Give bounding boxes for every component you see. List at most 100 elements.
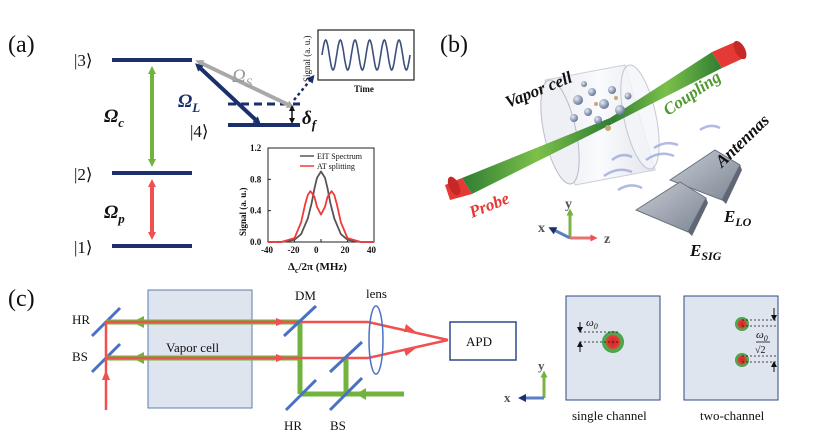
two-omega0-label: ω0: [756, 329, 768, 343]
atom-small: [614, 96, 618, 100]
wave-arc: [653, 141, 679, 150]
wave-arc: [603, 168, 633, 178]
wave-arc: [699, 124, 721, 132]
y-tick-label: 1.2: [250, 143, 262, 153]
axis-y-label-c: y: [538, 358, 545, 373]
wave-arc: [617, 184, 643, 192]
omega-l-label: ΩL: [178, 91, 200, 115]
x-tick-label: -20: [288, 245, 300, 255]
spectrum-xlabel: Δc/2π (MHz): [288, 261, 347, 275]
omega-p-label: Ωp: [104, 202, 125, 226]
atom: [584, 108, 592, 116]
level-4-label: |4⟩: [190, 122, 209, 141]
antenna-lo: [668, 149, 742, 204]
two-channel-spot-lower: [735, 353, 749, 367]
two-channel-box: [683, 295, 779, 401]
y-tick-label: 0.0: [250, 237, 262, 247]
field-waves: [603, 124, 721, 192]
axis-z-label: z: [604, 232, 610, 247]
level-3-label: |3⟩: [74, 51, 93, 70]
time-inset-ylabel: Signal (a. u.): [302, 36, 312, 83]
panel-c-label: (c): [8, 286, 35, 312]
time-inset-xlabel: Time: [354, 84, 374, 94]
antenna-lo-side: [722, 165, 742, 204]
vapor-cell-end-right: [620, 64, 660, 170]
apd-label: APD: [466, 334, 492, 349]
e-sig-label: ESIG: [689, 241, 722, 263]
wave-arc: [645, 152, 675, 162]
hr-bottom-label: HR: [284, 418, 302, 433]
atom: [594, 116, 602, 124]
e-lo-label: ELO: [723, 207, 752, 229]
bs-bottom-label: BS: [330, 418, 346, 433]
x-tick-label: 0: [314, 245, 319, 255]
probe-arrowhead-lower: [276, 354, 286, 362]
legend-label-at: AT splitting: [317, 162, 355, 171]
y-tick-label: 0.8: [250, 174, 262, 184]
hr-mirror-bottom: [284, 378, 318, 412]
atom: [615, 105, 625, 115]
probe-focus-arrowhead-upper: [404, 324, 416, 332]
atom-small: [594, 102, 598, 106]
single-channel-label: single channel: [572, 408, 647, 423]
x-tick-label: 40: [367, 245, 377, 255]
axis-x-label-c: x: [504, 390, 511, 405]
spectrum-frame: [267, 147, 375, 243]
probe-arrowhead-upper: [276, 318, 286, 326]
lens-element: [368, 305, 384, 375]
probe-beam-cone: [462, 118, 612, 194]
inset-pointer-arrow: [293, 74, 315, 101]
apd-detector: [449, 321, 517, 361]
sqrt2-label: √2: [755, 345, 766, 356]
spectrum-chart: -40 -20 0 20 40 0.0 0.4 0.8 1.2 EIT Spectrum AT …: [238, 143, 377, 275]
axis-x-label: x: [538, 221, 545, 236]
atom: [581, 81, 587, 87]
x-tick-label: -40: [261, 245, 273, 255]
vapor-cell-end-left: [540, 79, 580, 185]
series-line-at: [268, 190, 374, 243]
coupling-beam-end: [733, 40, 747, 60]
antenna-sig-side: [688, 198, 708, 236]
dm-label: DM: [295, 288, 316, 303]
atom: [573, 95, 583, 105]
panel-b-label: (b): [440, 32, 468, 58]
vapor-cell-box: [147, 289, 253, 409]
omega-c-label: Ωc: [104, 106, 124, 130]
hr-left-label: HR: [72, 312, 90, 327]
lens-label: lens: [366, 286, 387, 301]
delta-f-label: δf: [302, 108, 318, 132]
two-channel-spot-upper: [735, 317, 749, 331]
level-1-label: |1⟩: [74, 238, 93, 257]
series-line-eit: [268, 170, 374, 243]
x-tick-label: 20: [341, 245, 351, 255]
spectrum-ylabel: Signal (a. u.): [238, 187, 248, 236]
legend-label-eit: EIT Spectrum: [317, 152, 363, 161]
vapor-cell-box-label: Vapor cell: [166, 340, 219, 355]
atom: [599, 99, 609, 109]
probe-beam-end: [447, 176, 461, 196]
panel-c-axes: x y: [504, 358, 548, 405]
y-tick-label: 0.4: [250, 206, 262, 216]
atom: [570, 114, 578, 122]
atom: [588, 88, 596, 96]
panel-b: (b): [440, 32, 773, 263]
panel-b-axes: x y z: [538, 197, 610, 247]
panel-c: (c) Vapor cell HR BS DM: [8, 286, 779, 433]
atom-small: [605, 125, 611, 131]
time-signal-trace: [321, 38, 411, 72]
coupling-input-arrowhead: [356, 388, 366, 400]
atom: [608, 86, 616, 94]
bs-left-label: BS: [72, 349, 88, 364]
axis-y-label: y: [565, 197, 572, 212]
bs-mirror-bottom: [328, 376, 364, 412]
single-omega0-label: ω0: [586, 317, 598, 331]
omega-s-label: ΩS: [232, 66, 253, 90]
level-2-label: |2⟩: [74, 165, 93, 184]
atom: [624, 92, 632, 100]
axis-x-arrow: [548, 227, 571, 240]
omega-l-arrow: [195, 63, 261, 125]
panel-a-label: (a): [8, 32, 35, 58]
atoms-cluster: [570, 81, 632, 131]
time-signal-inset: Signal (a. u.) Time: [302, 29, 415, 94]
